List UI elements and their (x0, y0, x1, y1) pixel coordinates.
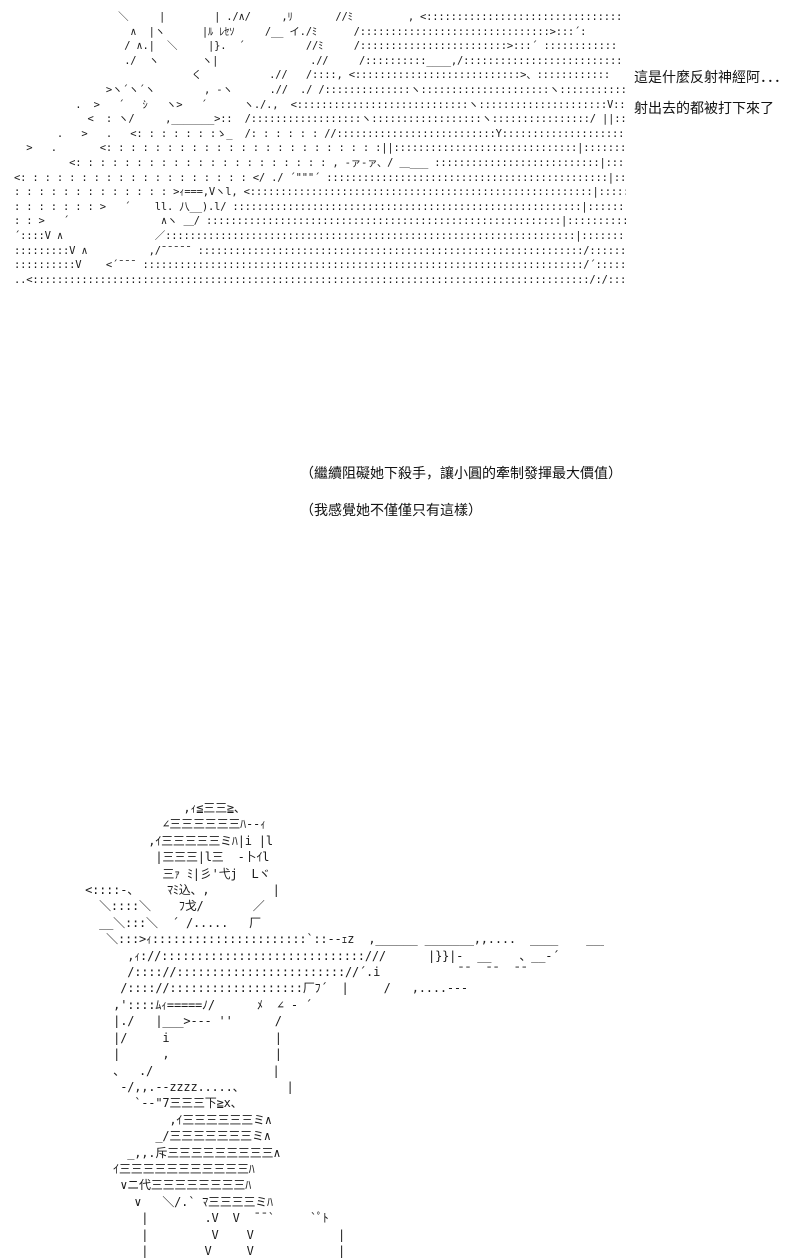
top-dialogue-line-1: 這是什麼反射神經阿．．． (634, 70, 788, 86)
bottom-dialogue-line-1: （繼續阻礙她下殺手，讓小圓的牽制發揮最大價值） (300, 466, 622, 482)
top-dialogue-line-2: 射出去的都被打下來了 (634, 101, 774, 117)
top-panel: ＼ | | ./∧/ ,ﾘ //ﾐ , <:::::::::::::::::::… (0, 0, 810, 370)
bottom-ascii-art: ,ｨ≦三三≧、 ∠三三三三三三ﾊ‐‐ｨ ,ｲ三三三三三ミﾊ|i |l |三三三|… (85, 801, 604, 1258)
bottom-dialogue-line-2: （我感覺她不僅僅只有這樣） (300, 503, 482, 519)
top-ascii-art: ＼ | | ./∧/ ,ﾘ //ﾐ , <:::::::::::::::::::… (14, 11, 626, 286)
